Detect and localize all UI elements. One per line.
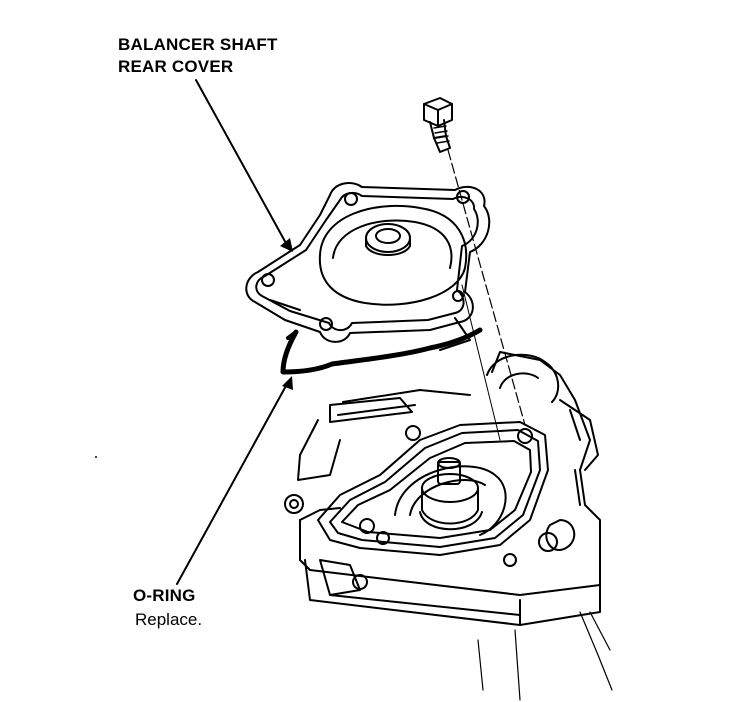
block-flange xyxy=(317,421,558,590)
oring-callout-title: O-RING xyxy=(133,586,196,605)
cover-arrowhead xyxy=(280,238,293,252)
cover-callout-line2: REAR COVER xyxy=(118,57,234,76)
oring-arrowhead xyxy=(282,376,293,390)
o-ring xyxy=(280,327,483,375)
cover-callout-line1: BALANCER SHAFT xyxy=(118,35,278,54)
cover-bolt xyxy=(423,97,526,441)
cover-callout-label: BALANCER SHAFT REAR COVER xyxy=(118,34,278,78)
balancer-shaft-rear-cover xyxy=(245,182,491,351)
leader-lines xyxy=(176,79,293,585)
oring-callout-note: Replace. xyxy=(135,610,203,629)
